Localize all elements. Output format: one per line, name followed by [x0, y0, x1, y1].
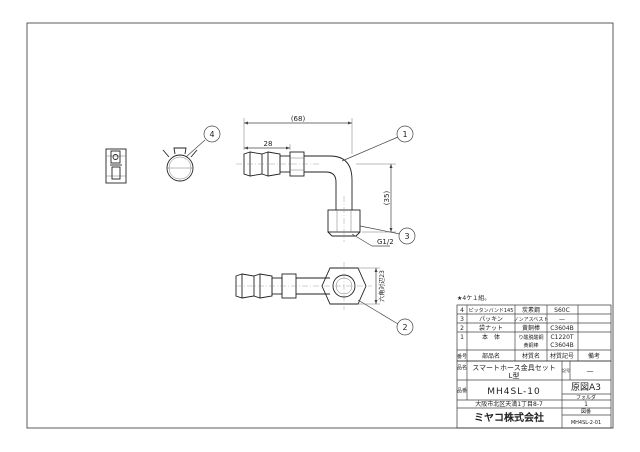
band-front-view: [162, 147, 198, 182]
svg-text:3: 3: [460, 316, 464, 323]
leader-4: [185, 139, 206, 158]
svg-text:六角対辺23: 六角対辺23: [378, 270, 386, 302]
svg-text:炭素鋼: 炭素鋼: [522, 306, 540, 314]
product-name: スマートホース金具セット: [472, 363, 555, 372]
svg-text:2: 2: [460, 325, 464, 332]
svg-text:G1/2: G1/2: [377, 238, 394, 246]
dimension-overall-length: (68): [243, 115, 353, 154]
svg-text:★4ケ１組。: ★4ケ１組。: [457, 294, 490, 302]
elbow-body-elevation: [236, 151, 361, 242]
svg-text:パッキン: パッキン: [479, 316, 503, 323]
balloon-1: 1: [396, 125, 414, 143]
svg-text:本 体: 本 体: [482, 333, 500, 341]
svg-text:部品名: 部品名: [482, 352, 500, 360]
svg-text:フォルダ: フォルダ: [576, 394, 596, 401]
svg-text:袋ナット: 袋ナット: [479, 324, 503, 332]
leader-2: [357, 299, 399, 325]
svg-text:1: 1: [402, 130, 407, 139]
svg-text:材質記号: 材質記号: [550, 352, 574, 360]
note: ★4ケ１組。: [457, 294, 490, 302]
svg-text:2: 2: [402, 323, 407, 332]
thread-callout: G1/2: [351, 233, 394, 247]
sheet-border: [26, 22, 614, 429]
svg-text:品番: 品番: [457, 387, 467, 394]
svg-text:28: 28: [264, 140, 273, 148]
material-multiline: り酸脱酸銅黄銅棒: [518, 334, 543, 349]
parts-table: 4 ピッタンバンド145 炭素鋼 S60C 3 パッキン ノンアスベスト — 2…: [456, 304, 612, 362]
svg-text:図番: 図番: [581, 408, 591, 415]
company-name: ミヤコ株式会社: [474, 411, 544, 424]
svg-text:記号: 記号: [562, 367, 570, 373]
svg-text:—: —: [559, 316, 565, 323]
balloon-3: 3: [398, 227, 416, 245]
band-side-view: [105, 148, 127, 184]
elbow-body-plan: [235, 262, 372, 310]
svg-text:S60C: S60C: [554, 307, 570, 314]
leader-3: [359, 225, 401, 235]
parts-row: 4 ピッタンバンド145 炭素鋼 S60C: [460, 306, 570, 314]
svg-text:材質名: 材質名: [522, 352, 540, 360]
svg-text:1: 1: [584, 401, 588, 408]
original-size: 原図A3: [571, 382, 601, 393]
svg-text:備考: 備考: [588, 352, 600, 360]
balloon-4: 4: [203, 125, 221, 143]
svg-text:4: 4: [209, 130, 214, 139]
svg-text:黄銅棒: 黄銅棒: [522, 324, 540, 332]
svg-text:3: 3: [404, 232, 409, 241]
drawing-number: MH4SL-2-01: [571, 420, 601, 426]
svg-text:品名: 品名: [457, 364, 467, 371]
dimension-hose-length: 28: [244, 140, 291, 150]
balloon-2: 2: [396, 318, 414, 336]
leader-1: [341, 136, 399, 162]
parts-row: 3 パッキン ノンアスベスト —: [460, 316, 565, 323]
svg-text:(68): (68): [291, 115, 306, 123]
svg-text:4: 4: [460, 307, 464, 314]
company-address: 大阪市北区天満1丁目8-7: [475, 400, 543, 408]
parts-header: 番号 部品名 材質名 材質記号 備考: [457, 352, 600, 360]
svg-text:番号: 番号: [457, 353, 467, 360]
svg-text:C3604B: C3604B: [550, 325, 574, 332]
parts-row: 2 袋ナット 黄銅棒 C3604B: [460, 324, 574, 332]
dimension-height: (35): [356, 163, 396, 233]
svg-text:1: 1: [460, 334, 464, 341]
title-block: 品名 スマートホース金具セット L型 記号 — 品番 MH4SL-10 原図A3…: [456, 360, 612, 429]
svg-text:—: —: [587, 367, 594, 375]
svg-text:ピッタンバンド145: ピッタンバンド145: [469, 307, 514, 314]
svg-text:(35): (35): [383, 191, 391, 206]
product-code: MH4SL-10: [487, 387, 541, 397]
svg-text:ノンアスベスト: ノンアスベスト: [514, 317, 549, 323]
product-subname: L型: [509, 371, 520, 380]
dimension-hex: 六角対辺23: [358, 267, 386, 305]
